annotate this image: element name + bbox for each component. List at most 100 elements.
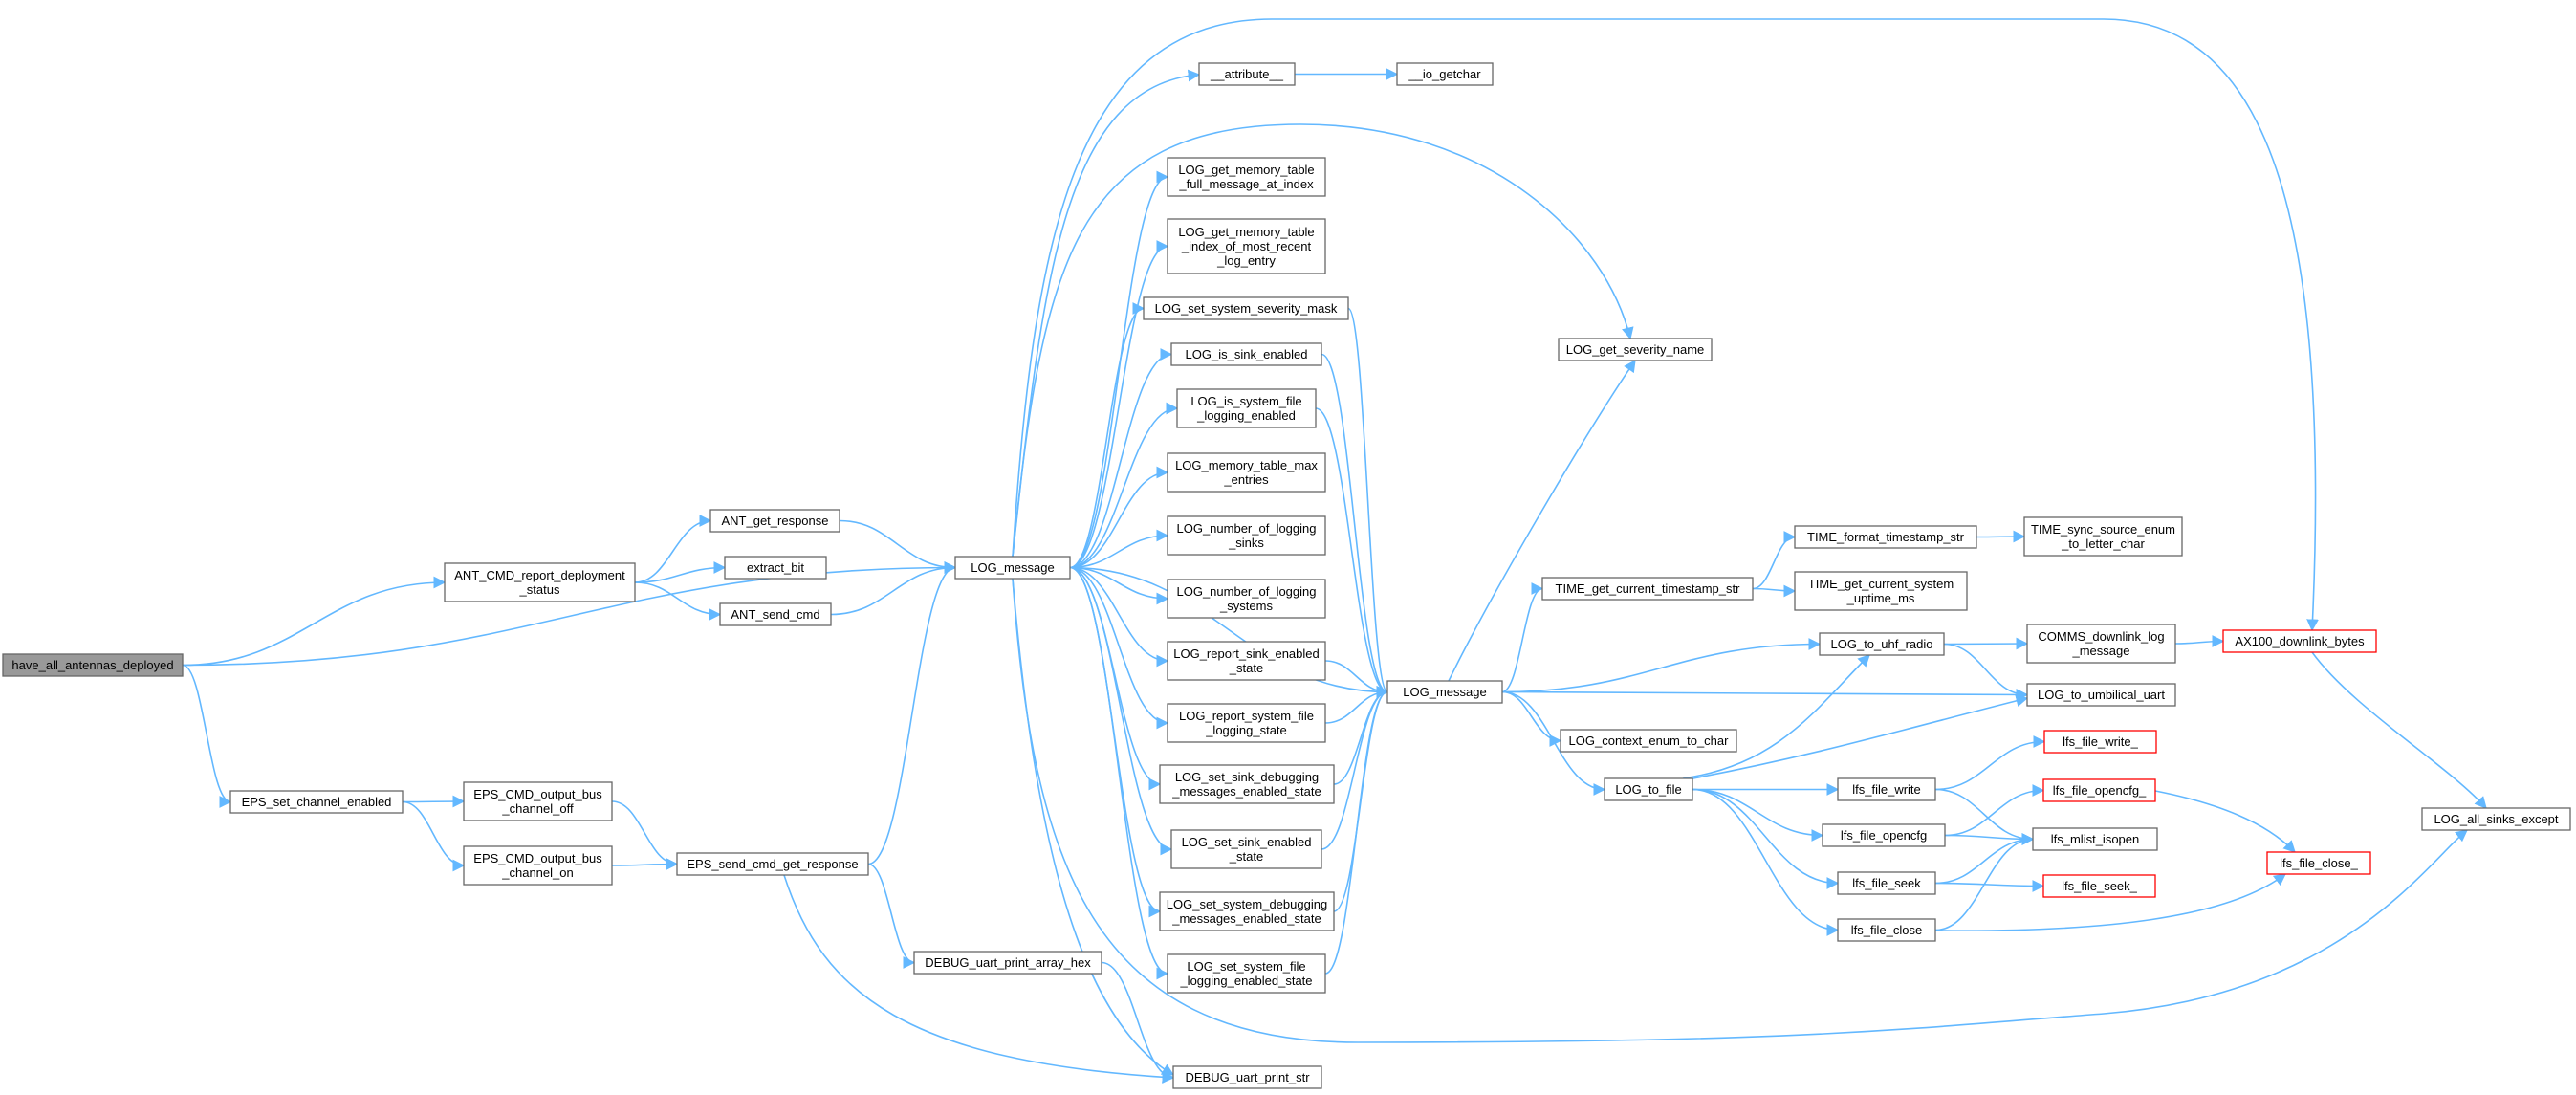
node-DEBUG_uart_print_str[interactable]: DEBUG_uart_print_str <box>1172 1065 1322 1089</box>
node-box <box>1837 918 1936 942</box>
node-__io_getchar[interactable]: __io_getchar <box>1396 62 1494 86</box>
node-label: have_all_antennas_deployed <box>11 658 173 672</box>
node-lfs_file_seek[interactable]: lfs_file_seek <box>1837 871 1936 895</box>
edge-ANT_send_cmd-to-LOG_message_1 <box>830 561 957 616</box>
edges-layer <box>182 18 2487 1084</box>
node-LOG_set_system_debugging_messages_enabled_state[interactable]: LOG_set_system_debugging_messages_enable… <box>1159 891 1335 931</box>
node-LOG_context_enum_to_char[interactable]: LOG_context_enum_to_char <box>1560 729 1737 753</box>
node-LOG_number_of_logging_sinks[interactable]: LOG_number_of_logging_sinks <box>1167 515 1326 556</box>
node-box <box>719 602 832 626</box>
edge-LOG_is_system_file_logging_enabled-to-LOG_message_2 <box>1315 407 1389 698</box>
node-lfs_mlist_isopen[interactable]: lfs_mlist_isopen <box>2032 827 2158 851</box>
node-lfs_file_write_[interactable]: lfs_file_write_ <box>2043 730 2157 754</box>
node-box <box>463 781 613 821</box>
node-TIME_get_current_timestamp_str[interactable]: TIME_get_current_timestamp_str <box>1541 577 1754 601</box>
node-label: lfs_file_opencfg <box>1841 828 1927 843</box>
edge-LOG_message_1-to-LOG_report_system_file_logging_state <box>1069 566 1169 730</box>
node-LOG_set_system_file_logging_enabled_state[interactable]: LOG_set_system_file_logging_enabled_stat… <box>1167 953 1326 994</box>
edge-LOG_message_1-to-LOG_get_memory_table_index_of_most_recent_log_entry <box>1069 240 1169 569</box>
node-AX100_downlink_bytes[interactable]: AX100_downlink_bytes <box>2222 629 2377 653</box>
node-box <box>2026 624 2176 664</box>
node-box <box>2042 874 2156 898</box>
edge-LOG_message_1-to-LOG_set_sink_debugging_messages_enabled_state <box>1069 566 1162 791</box>
node-LOG_number_of_logging_systems[interactable]: LOG_number_of_logging_systems <box>1167 579 1326 619</box>
node-label: LOG_set_system_severity_mask <box>1155 301 1338 316</box>
edge-ANT_get_response-to-LOG_message_1 <box>839 519 957 574</box>
node-lfs_file_opencfg_[interactable]: lfs_file_opencfg_ <box>2042 778 2156 802</box>
node-LOG_report_sink_enabled_state[interactable]: LOG_report_sink_enabled_state <box>1167 641 1326 681</box>
node-label: TIME_sync_source_enum <box>2031 522 2175 537</box>
node-LOG_all_sinks_except[interactable]: LOG_all_sinks_except <box>2421 807 2571 831</box>
edge-LOG_is_sink_enabled-to-LOG_message_2 <box>1321 353 1389 698</box>
node-TIME_sync_source_enum_to_letter_char[interactable]: TIME_sync_source_enum_to_letter_char <box>2023 516 2183 557</box>
node-LOG_memory_table_max_entries[interactable]: LOG_memory_table_max_entries <box>1167 452 1326 493</box>
node-LOG_to_umbilical_uart[interactable]: LOG_to_umbilical_uart <box>2026 683 2176 707</box>
node-TIME_get_current_system_uptime_ms[interactable]: TIME_get_current_system_uptime_ms <box>1794 571 1968 611</box>
node-box <box>2222 629 2377 653</box>
node-TIME_format_timestamp_str[interactable]: TIME_format_timestamp_str <box>1794 525 1977 549</box>
node-LOG_set_sink_debugging_messages_enabled_state[interactable]: LOG_set_sink_debugging_messages_enabled_… <box>1159 764 1335 804</box>
node-box <box>1560 729 1737 753</box>
node-ANT_CMD_report_deployment_status[interactable]: ANT_CMD_report_deployment_status <box>444 562 636 602</box>
edge-LOG_message_1-to-DEBUG_uart_print_str <box>1012 578 1175 1076</box>
node-lfs_file_seek_[interactable]: lfs_file_seek_ <box>2042 874 2156 898</box>
edge-LOG_message_2-to-LOG_get_severity_name <box>1448 359 1636 682</box>
edge-LOG_message_1-to-LOG_get_severity_name <box>1012 123 1634 558</box>
node-box <box>1176 388 1317 428</box>
edge-LOG_to_uhf_radio-to-COMMS_downlink_log_message <box>1943 637 2029 650</box>
node-LOG_get_memory_table_index_of_most_recent_log_entry[interactable]: LOG_get_memory_table_index_of_most_recen… <box>1167 218 1326 274</box>
node-box <box>1794 525 1977 549</box>
node-EPS_set_channel_enabled[interactable]: EPS_set_channel_enabled <box>229 790 404 814</box>
edge-LOG_set_sink_enabled_state-to-LOG_message_2 <box>1321 686 1389 850</box>
node-LOG_to_file[interactable]: LOG_to_file <box>1604 777 1693 801</box>
node-__attribute__[interactable]: __attribute__ <box>1198 62 1296 86</box>
node-label: _messages_enabled_state <box>1171 784 1321 799</box>
node-EPS_CMD_output_bus_channel_off[interactable]: EPS_CMD_output_bus_channel_off <box>463 781 613 821</box>
node-label: LOG_number_of_logging <box>1177 521 1317 536</box>
node-lfs_file_close[interactable]: lfs_file_close <box>1837 918 1936 942</box>
node-label: LOG_all_sinks_except <box>2434 812 2558 826</box>
node-LOG_to_uhf_radio[interactable]: LOG_to_uhf_radio <box>1819 632 1945 656</box>
node-box <box>1386 680 1503 704</box>
node-LOG_is_sink_enabled[interactable]: LOG_is_sink_enabled <box>1170 342 1322 366</box>
node-label: LOG_message <box>971 560 1054 575</box>
node-lfs_file_close_[interactable]: lfs_file_close_ <box>2266 851 2371 875</box>
node-label: LOG_set_system_debugging <box>1167 897 1327 911</box>
node-LOG_set_sink_enabled_state[interactable]: LOG_set_sink_enabled_state <box>1170 829 1322 869</box>
node-LOG_set_system_severity_mask[interactable]: LOG_set_system_severity_mask <box>1143 296 1349 320</box>
node-label: _index_of_most_recent <box>1181 239 1312 253</box>
node-label: lfs_file_write_ <box>2063 734 2139 749</box>
node-box <box>1822 823 1946 847</box>
node-have_all_antennas_deployed[interactable]: have_all_antennas_deployed <box>2 653 184 677</box>
edge-lfs_file_seek-to-lfs_mlist_isopen <box>1934 833 2035 885</box>
node-extract_bit[interactable]: extract_bit <box>724 556 827 580</box>
node-COMMS_downlink_log_message[interactable]: COMMS_downlink_log_message <box>2026 624 2176 664</box>
node-box <box>1541 577 1754 601</box>
node-label: _sinks <box>1228 536 1264 550</box>
node-LOG_message_2[interactable]: LOG_message <box>1386 680 1503 704</box>
nodes-layer: have_all_antennas_deployed ANT_CMD_report… <box>2 62 2571 1089</box>
edge-LOG_message_1-to-LOG_set_system_file_logging_enabled_state <box>1069 566 1169 980</box>
node-lfs_file_write[interactable]: lfs_file_write <box>1837 777 1936 801</box>
node-ANT_get_response[interactable]: ANT_get_response <box>709 509 840 533</box>
edge-lfs_file_close-to-lfs_mlist_isopen <box>1934 833 2035 931</box>
node-box <box>676 852 869 876</box>
node-LOG_get_memory_table_full_message_at_index[interactable]: LOG_get_memory_table_full_message_at_ind… <box>1167 157 1326 197</box>
edge-LOG_message_1-to-LOG_is_sink_enabled <box>1069 348 1173 569</box>
node-ANT_send_cmd[interactable]: ANT_send_cmd <box>719 602 832 626</box>
node-LOG_message_1[interactable]: LOG_message <box>954 556 1071 580</box>
node-EPS_CMD_output_bus_channel_on[interactable]: EPS_CMD_output_bus_channel_on <box>463 845 613 886</box>
node-LOG_get_severity_name[interactable]: LOG_get_severity_name <box>1558 338 1713 361</box>
node-label: EPS_CMD_output_bus <box>473 851 602 865</box>
node-box <box>1819 632 1945 656</box>
node-lfs_file_opencfg[interactable]: lfs_file_opencfg <box>1822 823 1946 847</box>
node-box <box>2 653 184 677</box>
node-LOG_report_system_file_logging_state[interactable]: LOG_report_system_file_logging_state <box>1167 703 1326 743</box>
node-label: _state <box>1229 849 1263 864</box>
node-EPS_send_cmd_get_response[interactable]: EPS_send_cmd_get_response <box>676 852 869 876</box>
node-box <box>463 845 613 886</box>
edge-lfs_file_close-to-lfs_file_close_ <box>1934 873 2287 931</box>
node-DEBUG_uart_print_array_hex[interactable]: DEBUG_uart_print_array_hex <box>913 951 1102 975</box>
node-LOG_is_system_file_logging_enabled[interactable]: LOG_is_system_file_logging_enabled <box>1176 388 1317 428</box>
